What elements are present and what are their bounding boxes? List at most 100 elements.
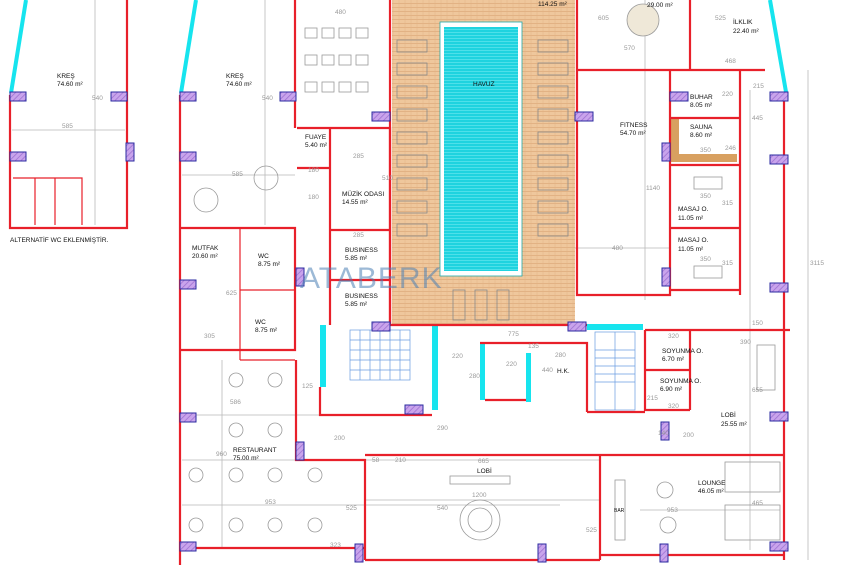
room-name: MÜZİK ODASI (342, 189, 384, 198)
dimension: 585 (232, 171, 243, 178)
room-name: BAR (614, 508, 625, 514)
columns (9, 91, 789, 563)
dimension: 350 (700, 256, 711, 263)
room-name: WC (258, 253, 269, 260)
dimension: 585 (62, 123, 73, 130)
room-area: 114.25 m² (538, 1, 568, 8)
dimension: 586 (230, 399, 241, 406)
dimension: 280 (469, 373, 480, 380)
room-area: 74.60 m² (226, 81, 252, 88)
dimension: 290 (437, 425, 448, 432)
dimension: 125 (302, 383, 313, 390)
room-name: LOBİ (477, 466, 492, 475)
room-name: BUSINESS (345, 293, 379, 300)
dimension: 200 (683, 432, 694, 439)
dimension: 215 (647, 395, 658, 402)
dimension: 323 (330, 542, 341, 549)
room-name: SOYUNMA O. (662, 348, 703, 355)
dimension: 320 (668, 333, 679, 340)
room-area: 54.70 m² (620, 130, 646, 137)
dimension: 220 (722, 91, 733, 98)
dimension: 210 (395, 457, 406, 464)
dimension: 220 (452, 353, 463, 360)
dimension: 465 (752, 500, 763, 507)
sauna-bench (671, 118, 737, 162)
dimension: 525 (586, 527, 597, 534)
dimension: 625 (226, 290, 237, 297)
dimension: 315 (722, 260, 733, 267)
room-area: 8.05 m² (690, 102, 713, 109)
room-area: 29.00 m² (647, 2, 673, 9)
dimension: 390 (740, 339, 751, 346)
dimension: 140 (658, 430, 669, 437)
room-area: 5.40 m² (305, 142, 328, 149)
dimension: 510 (382, 175, 393, 182)
plan-note: ALTERNATİF WC EKLENMİŞTİR. (10, 235, 109, 244)
room-name: BUSINESS (345, 247, 379, 254)
dimension: 285 (353, 153, 364, 160)
room-name: WC (255, 319, 266, 326)
room-area: 11.05 m² (678, 246, 704, 253)
dimension: 315 (722, 200, 733, 207)
dimension: 655 (752, 387, 763, 394)
dimension: 445 (752, 115, 763, 122)
dimension-labels: 585 540 585 540 480 285 510 180 180 285 … (62, 9, 824, 549)
room-name: KREŞ (226, 73, 244, 80)
room-area: 8.60 m² (690, 132, 713, 139)
dimension: 540 (92, 95, 103, 102)
glass-facades (9, 0, 788, 410)
room-name: MASAJ O. (678, 206, 709, 213)
dimension: 285 (353, 232, 364, 239)
dimension: 280 (555, 352, 566, 359)
dimension: 320 (668, 403, 679, 410)
dimension: 570 (624, 45, 635, 52)
dimension: 1200 (472, 492, 487, 499)
dimension: 480 (335, 9, 346, 16)
room-area: 75.00 m² (233, 455, 259, 462)
dimension: 468 (725, 58, 736, 65)
room-labels: KREŞ 74.60 m² KREŞ 74.60 m² FUAYE 5.40 m… (10, 1, 759, 514)
room-name: RESTAURANT (233, 447, 277, 454)
room-area: 8.75 m² (258, 261, 281, 268)
room-area: 8.75 m² (255, 327, 278, 334)
dimension: 3115 (810, 260, 824, 267)
room-name: KREŞ (57, 73, 75, 80)
dimension: 246 (725, 145, 736, 152)
walls (8, 0, 790, 565)
room-name: MUTFAK (192, 245, 219, 252)
furniture (188, 3, 781, 541)
dimension: 135 (528, 343, 539, 350)
room-name: BUHAR (690, 94, 713, 101)
dimension: 540 (437, 505, 448, 512)
dimension: 180 (308, 194, 319, 201)
dimension: 775 (508, 331, 519, 338)
dimension: 525 (346, 505, 357, 512)
staircase (349, 329, 636, 411)
room-area: 22.40 m² (733, 28, 759, 35)
dimension: 525 (715, 15, 726, 22)
dimension: 220 (506, 361, 517, 368)
dimension: 605 (598, 15, 609, 22)
dimension: 480 (612, 245, 623, 252)
room-area: 74.60 m² (57, 81, 83, 88)
dimension: 305 (204, 333, 215, 340)
room-name: SOYUNMA O. (660, 378, 701, 385)
room-area: 46.05 m² (698, 488, 724, 495)
dimension: 540 (262, 95, 273, 102)
room-name: FUAYE (305, 134, 327, 141)
room-name: HAVUZ (473, 81, 495, 88)
dimension: 440 (542, 367, 553, 374)
room-area: 25.55 m² (721, 421, 747, 428)
room-name: FITNESS (620, 122, 648, 129)
dimension: 960 (216, 451, 227, 458)
room-area: 5.85 m² (345, 301, 368, 308)
dimension: 58 (372, 457, 380, 464)
dimension: 953 (667, 507, 678, 514)
dimension: 1140 (646, 185, 660, 192)
dimension: 200 (334, 435, 345, 442)
sun-loungers (396, 39, 569, 321)
pool (444, 27, 518, 271)
dimension: 180 (308, 167, 319, 174)
room-name: H.K. (557, 368, 570, 375)
